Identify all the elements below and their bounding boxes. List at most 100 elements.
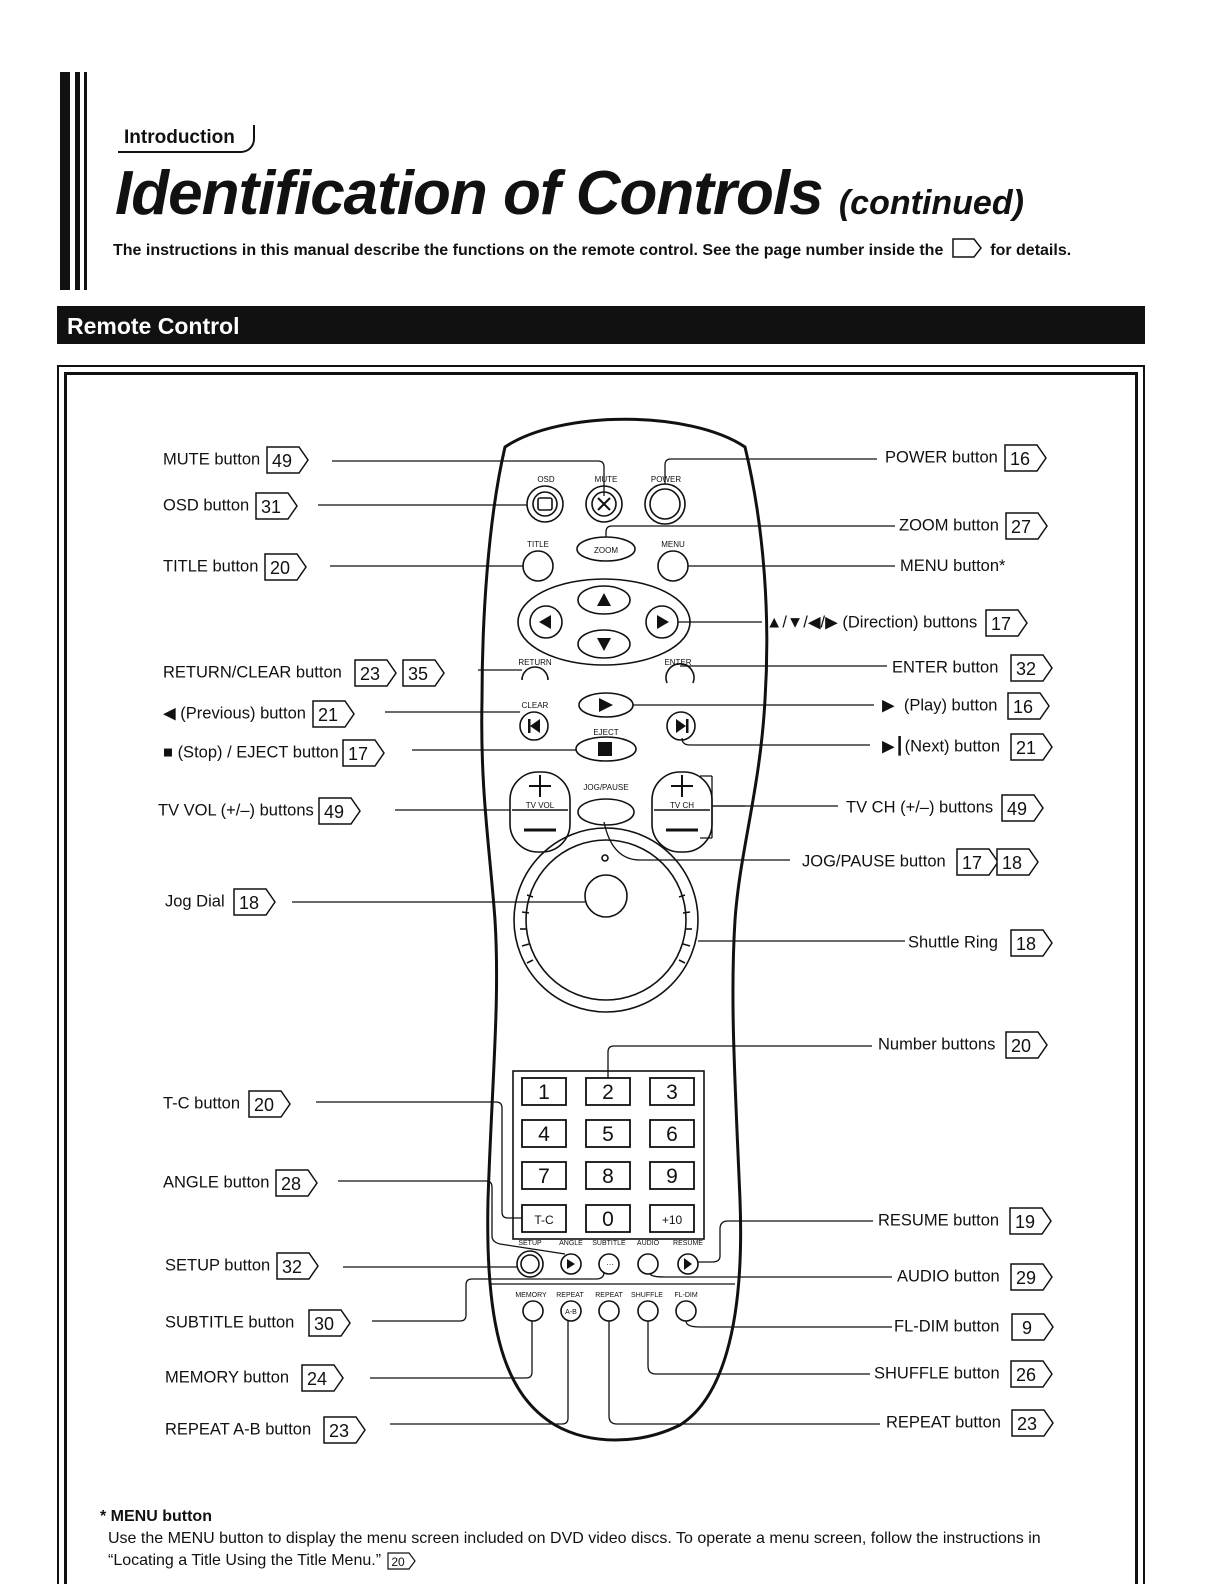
page-ref-23: 23 — [354, 659, 398, 687]
page-ref-17: 17 — [955, 848, 1000, 876]
page-ref-16: 16 — [1007, 692, 1051, 720]
svg-text:21: 21 — [318, 705, 338, 725]
intro-paragraph: The instructions in this manual describe… — [113, 236, 1143, 266]
remote-row1-label-5: RESUME — [673, 1240, 703, 1247]
remote-label-subtitle-glyph: ··· — [606, 1260, 614, 1269]
svg-text:23: 23 — [329, 1421, 349, 1441]
remote-label-return: RETURN — [518, 658, 552, 667]
svg-text:23: 23 — [360, 664, 380, 684]
remote-row2-label-3: REPEAT — [595, 1292, 623, 1299]
svg-text:23: 23 — [1017, 1414, 1037, 1434]
svg-text:24: 24 — [307, 1369, 327, 1389]
svg-text:20: 20 — [392, 1555, 406, 1569]
remote-row1-label-1: SETUP — [518, 1240, 542, 1247]
diagram-frame-outer — [57, 365, 1145, 1584]
page-ref-28: 28 — [275, 1169, 319, 1197]
remote-row2-label-5: FL-DIM — [674, 1292, 698, 1299]
svg-text:49: 49 — [324, 802, 344, 822]
svg-text:18: 18 — [239, 893, 259, 913]
label-menu-button: MENU button* — [900, 557, 1006, 575]
page-ref-9: 9 — [1011, 1313, 1055, 1341]
svg-text:28: 28 — [281, 1174, 301, 1194]
diagram-frame — [64, 372, 1138, 1584]
svg-text:20: 20 — [270, 558, 290, 578]
remote-row1-label-4: AUDIO — [637, 1240, 660, 1247]
key-plus10: +10 — [662, 1213, 683, 1227]
section-tab: Introduction — [118, 125, 255, 153]
page-ref-49: 49 — [266, 446, 310, 474]
page-ref-20: 20 — [264, 553, 308, 581]
key-2: 2 — [602, 1081, 614, 1104]
svg-text:31: 31 — [261, 497, 281, 517]
remote-label-jog-pause: JOG/PAUSE — [583, 783, 628, 792]
menu-footnote: * MENU button Use the MENU button to dis… — [100, 1506, 1100, 1572]
page-ref-20: 20 — [248, 1090, 292, 1118]
remote-row2-label-4: SHUFFLE — [631, 1292, 663, 1299]
page-ref-arrow-icon — [952, 238, 982, 258]
page-ref-31: 31 — [255, 492, 299, 520]
remote-label-zoom: ZOOM — [594, 546, 618, 555]
svg-text:9: 9 — [1022, 1318, 1032, 1338]
svg-text:35: 35 — [408, 664, 428, 684]
svg-text:17: 17 — [348, 744, 368, 764]
remote-label-tv-vol: TV VOL — [526, 801, 555, 810]
remote-label-menu: MENU — [661, 540, 685, 549]
intro-text-before: The instructions in this manual describe… — [113, 242, 944, 259]
svg-text:16: 16 — [1010, 449, 1030, 469]
svg-text:27: 27 — [1011, 517, 1031, 537]
intro-text-after: for details. — [990, 242, 1072, 259]
svg-text:26: 26 — [1016, 1365, 1036, 1385]
page-title: Identification of Controls (continued) — [115, 158, 1024, 229]
page-ref-21: 21 — [312, 700, 356, 728]
page-ref-18: 18 — [995, 848, 1040, 876]
page-ref-19: 19 — [1009, 1207, 1053, 1235]
remote-row1-label-3: SUBTITLE — [592, 1240, 626, 1247]
page-ref-20: 20 — [1005, 1031, 1049, 1059]
svg-text:17: 17 — [991, 614, 1011, 634]
footnote-body: Use the MENU button to display the menu … — [108, 1530, 1041, 1570]
page-ref-35: 35 — [402, 659, 446, 687]
page-ref-23: 23 — [323, 1416, 367, 1444]
page-ref-18: 18 — [232, 888, 277, 916]
key-6: 6 — [666, 1123, 678, 1146]
page-ref-26: 26 — [1009, 1360, 1054, 1388]
svg-text:30: 30 — [314, 1314, 334, 1334]
remote-row2-label-2: REPEAT — [556, 1292, 584, 1299]
remote-row1-label-2: ANGLE — [559, 1240, 583, 1247]
svg-text:49: 49 — [1007, 799, 1027, 819]
svg-text:18: 18 — [1016, 934, 1036, 954]
key-9: 9 — [666, 1165, 678, 1188]
page-ref-16: 16 — [1004, 444, 1048, 472]
page-ref-49: 49 — [1001, 794, 1045, 822]
svg-text:17: 17 — [962, 853, 982, 873]
footnote-title: * MENU button — [100, 1508, 212, 1525]
svg-text:19: 19 — [1015, 1212, 1035, 1232]
stop-icon: ■ — [163, 743, 173, 762]
remote-label-tv-ch: TV CH — [670, 801, 694, 810]
svg-text:49: 49 — [272, 451, 292, 471]
key-8: 8 — [602, 1165, 614, 1188]
next-icon: ▶┃ — [882, 737, 905, 756]
